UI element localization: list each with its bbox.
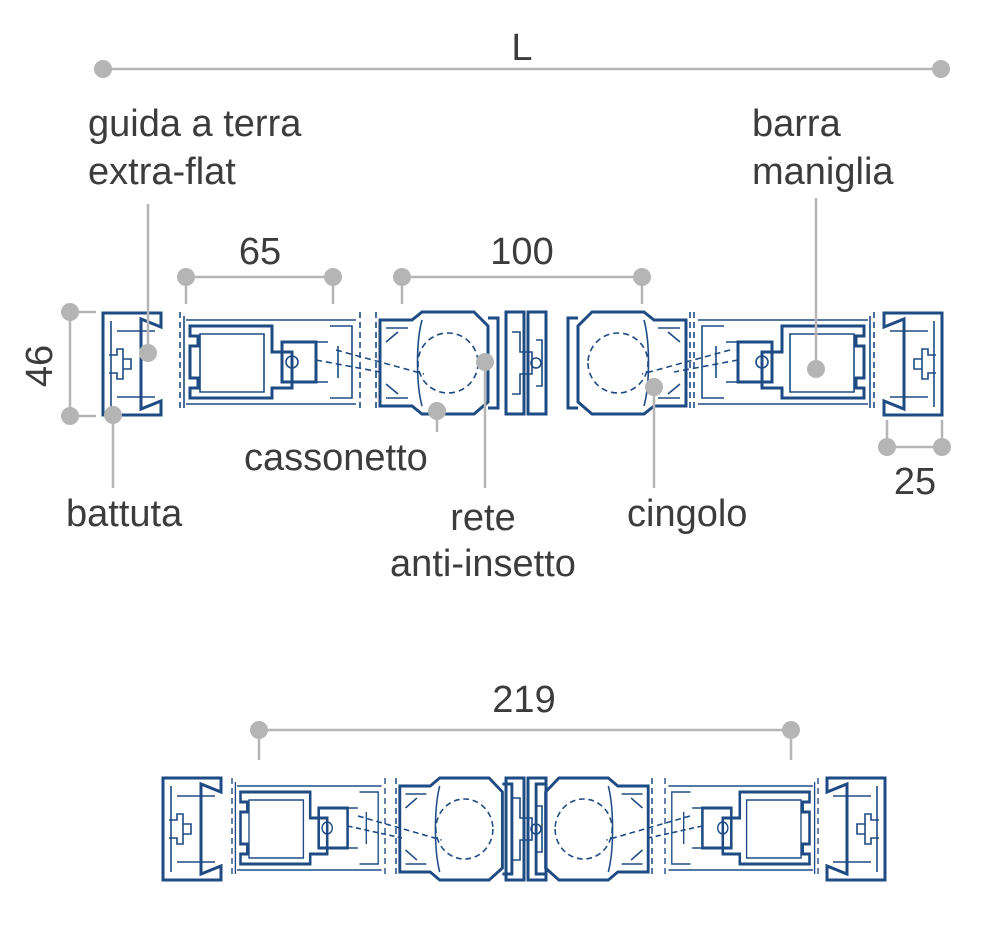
bottom-left-guide-profile — [230, 776, 404, 880]
box-width-end-dot — [633, 268, 651, 286]
height-end-dot — [61, 407, 79, 425]
handle-bar-label-line2: maniglia — [752, 151, 894, 193]
guide-width-value: 65 — [239, 231, 281, 273]
double-width-end-dot — [250, 721, 268, 739]
bottom-right-frame-profile — [825, 776, 887, 882]
height-end-dot — [61, 303, 79, 321]
double-width-value: 219 — [492, 679, 555, 721]
belt-label: cingolo — [627, 493, 747, 535]
ground-guide-label-line1: guida a terra — [88, 103, 302, 145]
double-width-end-dot — [782, 721, 800, 739]
net-label-line1: rete — [450, 497, 515, 539]
total-length-value: L — [511, 27, 532, 69]
total-length-end-dot — [94, 60, 112, 78]
ground-guide-marker — [139, 344, 157, 362]
frame-width-end-dot — [878, 438, 896, 456]
bottom-right-box-profile — [534, 776, 692, 882]
guide-width-end-dot — [177, 268, 195, 286]
ground-guide-label-line2: extra-flat — [88, 151, 236, 193]
bottom-right-guide-profile — [646, 776, 820, 880]
bottom-left-frame-profile — [161, 776, 223, 882]
handle-bar-label-line1: barra — [752, 103, 842, 145]
frame-width-end-dot — [933, 438, 951, 456]
frame-width-value: 25 — [894, 461, 936, 503]
right-guide-profile — [672, 310, 876, 414]
box-label: cassonetto — [244, 437, 428, 479]
net-label-line2: anti-insetto — [390, 543, 576, 585]
stop-label: battuta — [66, 493, 183, 535]
height-value: 46 — [19, 345, 61, 387]
total-length-end-dot — [932, 60, 950, 78]
right-frame-profile — [882, 311, 944, 417]
left-guide-profile — [178, 310, 382, 414]
guide-width-end-dot — [324, 268, 342, 286]
bottom-left-box-profile — [356, 776, 514, 882]
box-width-value: 100 — [490, 231, 553, 273]
box-width-end-dot — [393, 268, 411, 286]
handle-bar-marker — [807, 360, 825, 378]
center-profile — [504, 310, 548, 416]
left-frame-profile — [101, 311, 163, 417]
